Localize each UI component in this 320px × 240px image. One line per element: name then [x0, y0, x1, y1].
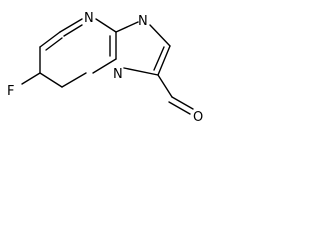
bond: [21, 72, 41, 85]
bond: [61, 72, 87, 88]
bond: [59, 18, 83, 33]
atom-label-n-imidazole: N: [138, 14, 148, 29]
bond: [115, 21, 139, 33]
bond: [92, 58, 117, 74]
bond: [45, 37, 63, 51]
bond: [39, 72, 63, 88]
bond: [149, 24, 171, 47]
atom-label-n-top: N: [84, 11, 94, 26]
bond: [95, 18, 117, 33]
bond: [157, 45, 171, 76]
bond: [39, 31, 61, 48]
chemical-structure: N N N F O: [0, 0, 210, 134]
bond: [157, 74, 173, 98]
molecule-drawing: N N N F O: [7, 11, 203, 125]
atom-label-n-bridge: N: [113, 67, 123, 82]
atom-label-oxygen: O: [193, 110, 203, 125]
bond: [63, 24, 83, 37]
bond: [171, 96, 194, 110]
bond: [168, 101, 191, 115]
atom-label-fluorine: F: [7, 84, 14, 99]
bond: [123, 67, 159, 76]
bond: [153, 46, 165, 71]
